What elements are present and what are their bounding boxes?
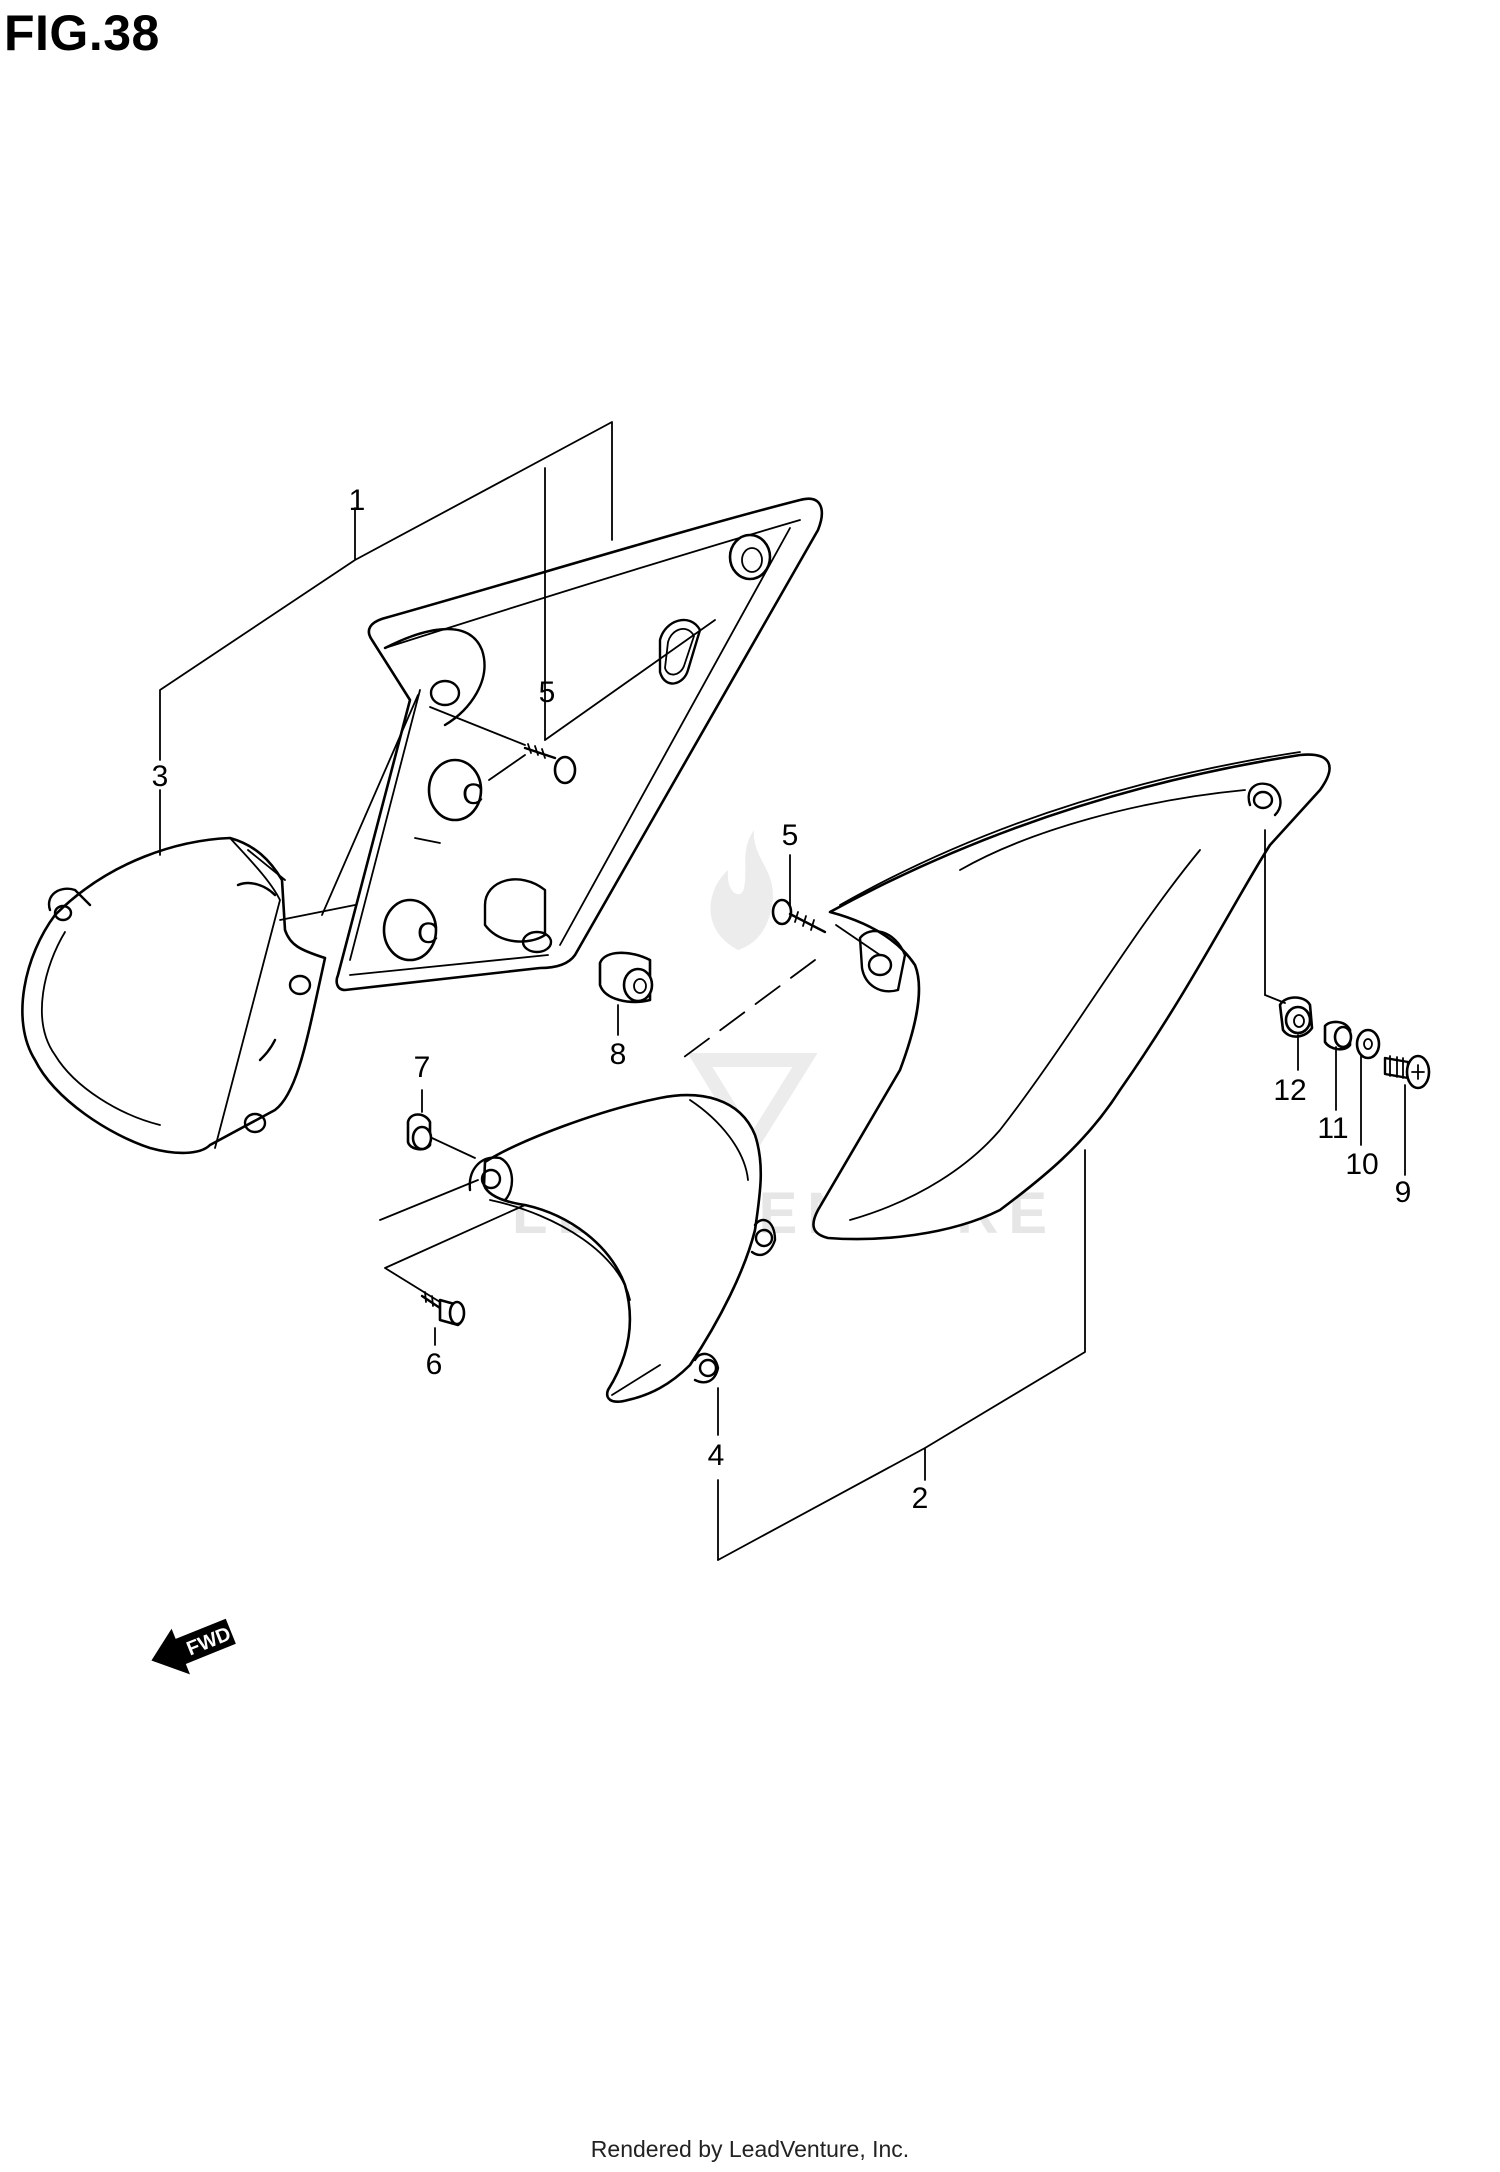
callout-10: 10 bbox=[1345, 1148, 1378, 1181]
part-11-collar bbox=[1323, 1020, 1353, 1051]
figure-title: FIG.38 bbox=[4, 5, 160, 61]
callout-5-left: 5 bbox=[539, 676, 556, 709]
callout-8: 8 bbox=[610, 1038, 627, 1071]
leader-lines bbox=[159, 421, 1406, 1561]
part-10-washer bbox=[1355, 1028, 1381, 1060]
callout-12: 12 bbox=[1273, 1074, 1306, 1107]
footer-credit: Rendered by LeadVenture, Inc. bbox=[590, 2136, 910, 2162]
callouts: 1 2 3 4 5 5 6 7 8 9 10 11 12 bbox=[152, 484, 1412, 1515]
part-6-screw bbox=[420, 1291, 466, 1327]
part-7-nut bbox=[406, 1113, 433, 1151]
callout-9: 9 bbox=[1395, 1176, 1412, 1209]
callout-6: 6 bbox=[426, 1348, 443, 1381]
callout-1: 1 bbox=[349, 484, 366, 517]
callout-7: 7 bbox=[414, 1051, 431, 1084]
part-1-side-cover-left: C C bbox=[335, 497, 823, 992]
part-12-grommet bbox=[1278, 996, 1314, 1038]
part-9-bolt bbox=[1383, 1054, 1431, 1090]
part-2-side-cover-right bbox=[812, 751, 1331, 1241]
part-5-screw-left bbox=[523, 743, 577, 785]
callout-4: 4 bbox=[708, 1439, 725, 1472]
part-3-front-cover-left bbox=[21, 836, 327, 1155]
grommet-mark: C bbox=[417, 917, 439, 950]
part-5-screw-right bbox=[771, 898, 827, 934]
callout-5-right: 5 bbox=[782, 819, 799, 852]
part-4-front-cover-right bbox=[468, 1093, 777, 1403]
grommet-mark: C bbox=[462, 778, 484, 811]
callout-3: 3 bbox=[152, 760, 169, 793]
forward-direction-arrow: FWD bbox=[151, 1618, 236, 1675]
callout-11: 11 bbox=[1317, 1112, 1348, 1145]
part-8-grommet bbox=[598, 951, 654, 1004]
callout-2: 2 bbox=[912, 1482, 929, 1515]
